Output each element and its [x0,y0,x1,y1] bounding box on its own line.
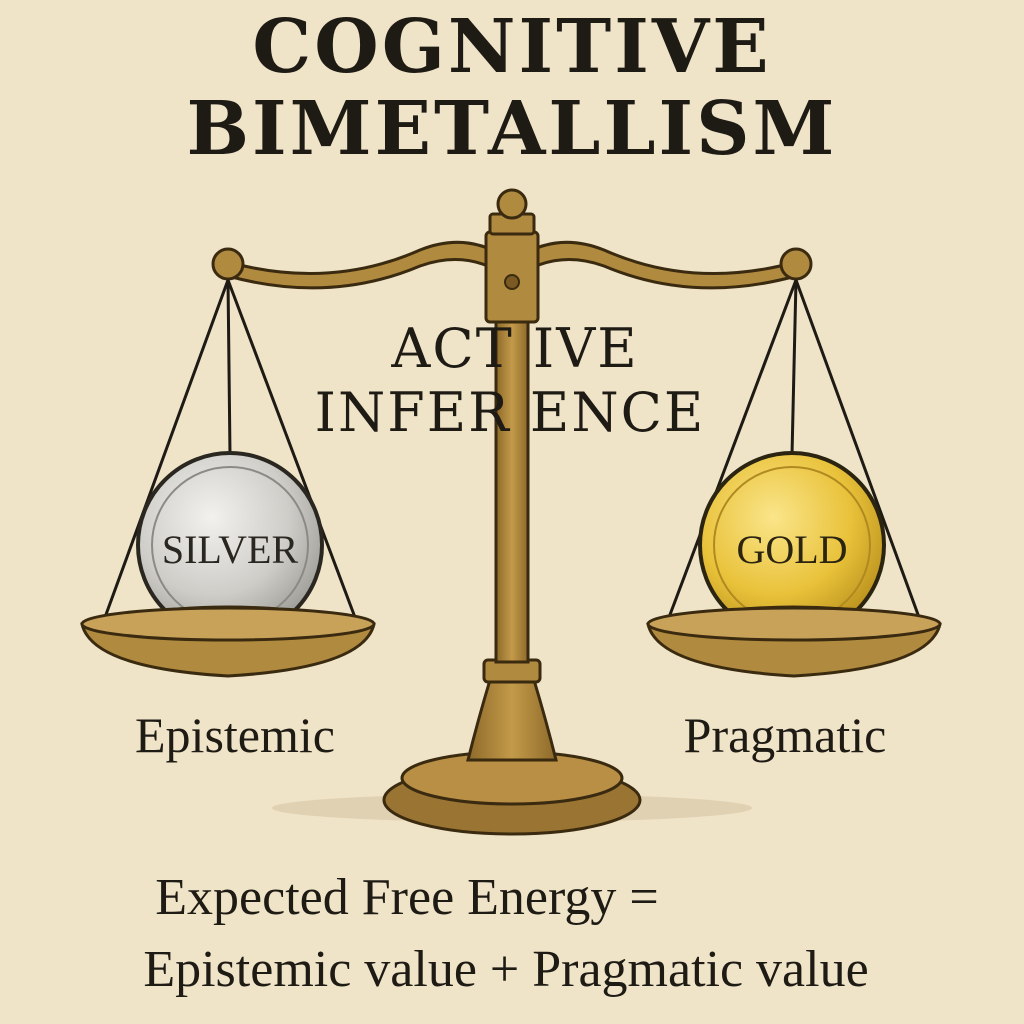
chain-right-2 [790,279,798,456]
title-line-1: COGNITIVE [252,4,772,90]
chain-left-2 [226,279,232,456]
pragmatic-label: Pragmatic [683,707,887,763]
right-pan-rim [646,606,942,642]
beam-end-left [211,247,245,281]
chain-right-1 [666,279,798,621]
center-text-line-1: ACT IVE [391,317,639,380]
scale-base-neck [466,678,558,762]
chain-right-3 [794,279,922,621]
epistemic-label: Epistemic [135,707,335,763]
title-line-2: BIMETALLISM [186,86,838,172]
pivot-bolt [504,274,520,290]
chain-left-3 [226,279,358,621]
formula-line-2: Epistemic value + Pragmatic value [143,941,869,998]
left-pan-rim [80,606,376,642]
gold-coin-label: GOLD [736,527,848,572]
formula-line-1: Expected Free Energy = [155,869,659,926]
finial-knob [496,188,528,220]
beam-end-right [779,247,813,281]
chain-left-1 [102,279,230,621]
center-text-line-2: INFER ENCE [314,381,706,444]
silver-coin-label: SILVER [161,527,299,572]
